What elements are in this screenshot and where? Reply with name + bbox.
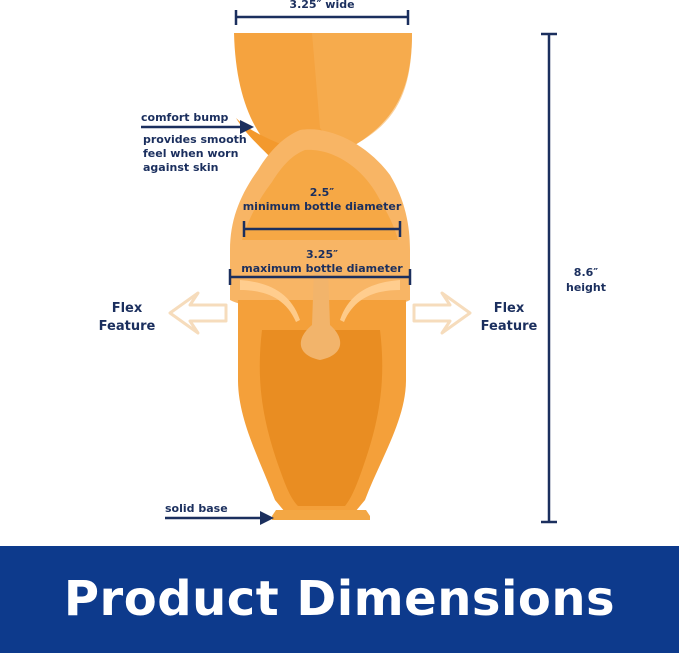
solid-base — [272, 510, 370, 520]
holder-inner — [242, 149, 398, 240]
comfort-bump-pointer-icon — [141, 120, 254, 134]
flex-right-line-2: Feature — [480, 319, 538, 334]
right-rib — [340, 280, 400, 322]
flex-arrow-left-icon — [168, 291, 228, 335]
solid-base-label: solid base — [165, 502, 228, 515]
flex-left-line-1: Flex — [111, 301, 143, 316]
height-value: 8.6″ — [573, 266, 599, 279]
solid-base-pointer-icon — [165, 511, 274, 525]
min-diameter-value: 2.5″ — [309, 186, 335, 199]
max-diameter-value: 3.25″ — [305, 248, 339, 261]
flex-right-line-1: Flex — [493, 301, 525, 316]
top-width-dimension — [234, 10, 410, 25]
comfort-bump-desc-line-1: provides smooth — [143, 133, 247, 146]
min-diameter-dimension — [242, 221, 402, 237]
top-width-label: 3.25″ wide — [289, 0, 355, 11]
height-dimension — [541, 32, 557, 524]
left-rib — [240, 280, 300, 322]
height-text: height — [565, 281, 607, 294]
flex-arrow-right-icon — [412, 291, 472, 335]
comfort-bump-desc-line-2: feel when worn — [143, 147, 239, 160]
max-diameter-text: maximum bottle diameter — [241, 262, 403, 275]
funnel-top-shade — [312, 33, 412, 152]
holder-front-panel — [259, 330, 383, 506]
comfort-bump-desc-line-3: against skin — [143, 161, 219, 174]
title-banner: Product Dimensions — [0, 546, 679, 653]
max-diameter-dimension — [228, 269, 412, 285]
product-illustration — [141, 10, 557, 525]
banner-title: Product Dimensions — [63, 571, 616, 627]
min-diameter-text: minimum bottle diameter — [242, 200, 402, 213]
comfort-bump-title: comfort bump — [141, 111, 229, 124]
flex-left-line-2: Feature — [98, 319, 156, 334]
center-stem — [300, 270, 341, 360]
